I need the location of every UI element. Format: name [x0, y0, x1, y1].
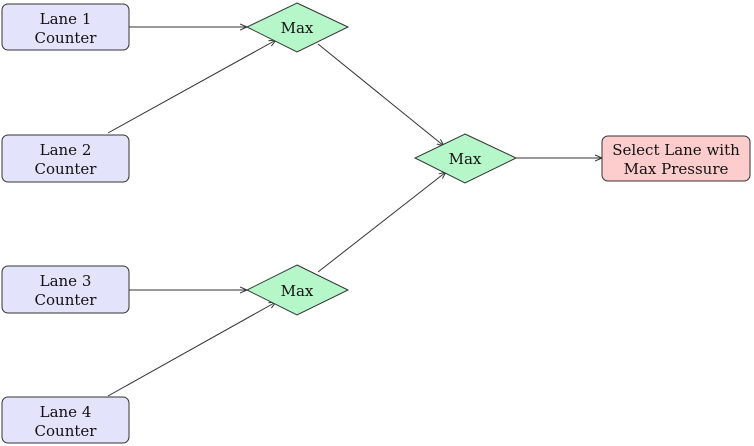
lane-3-label: Lane 3: [40, 272, 92, 290]
max-middle-label: Max: [449, 150, 482, 168]
max-top-diamond: [245, 2, 350, 53]
lane-1-sublabel: Counter: [35, 29, 98, 47]
output-label-line1: Select Lane with: [612, 141, 740, 159]
edges: [107, 27, 602, 397]
max-bottom-label: Max: [281, 282, 314, 300]
lane-4-counter-node: Lane 4 Counter: [1, 396, 130, 444]
edge-max-top-to-max-mid: [317, 43, 444, 146]
lane-4-label: Lane 4: [40, 403, 92, 421]
max-bottom-diamond: [245, 264, 350, 316]
lane-2-counter-box: [1, 134, 130, 183]
max-node-top: Max: [245, 2, 350, 53]
lane-1-label: Lane 1: [40, 10, 92, 28]
lane-1-counter-node: Lane 1 Counter: [1, 3, 130, 51]
edge-max-bottom-to-max-mid: [317, 172, 446, 273]
lane-3-counter-node: Lane 3 Counter: [1, 265, 130, 314]
edge-lane2-to-max-top: [107, 40, 276, 134]
max-top-label: Max: [281, 19, 314, 37]
output-label-line2: Max Pressure: [624, 160, 729, 178]
output-node: Select Lane with Max Pressure: [601, 135, 751, 182]
max-middle-diamond: [413, 133, 518, 184]
max-node-middle: Max: [413, 133, 518, 184]
output-box: [601, 135, 751, 182]
lane-2-label: Lane 2: [40, 141, 92, 159]
lane-4-sublabel: Counter: [35, 422, 98, 440]
edge-lane4-to-max-bottom: [107, 302, 276, 397]
lane-2-sublabel: Counter: [35, 160, 98, 178]
lane-1-counter-box: [1, 3, 130, 51]
lane-3-sublabel: Counter: [35, 291, 98, 309]
max-node-bottom: Max: [245, 264, 350, 316]
lane-2-counter-node: Lane 2 Counter: [1, 134, 130, 183]
lane-4-counter-box: [1, 396, 130, 444]
lane-3-counter-box: [1, 265, 130, 314]
